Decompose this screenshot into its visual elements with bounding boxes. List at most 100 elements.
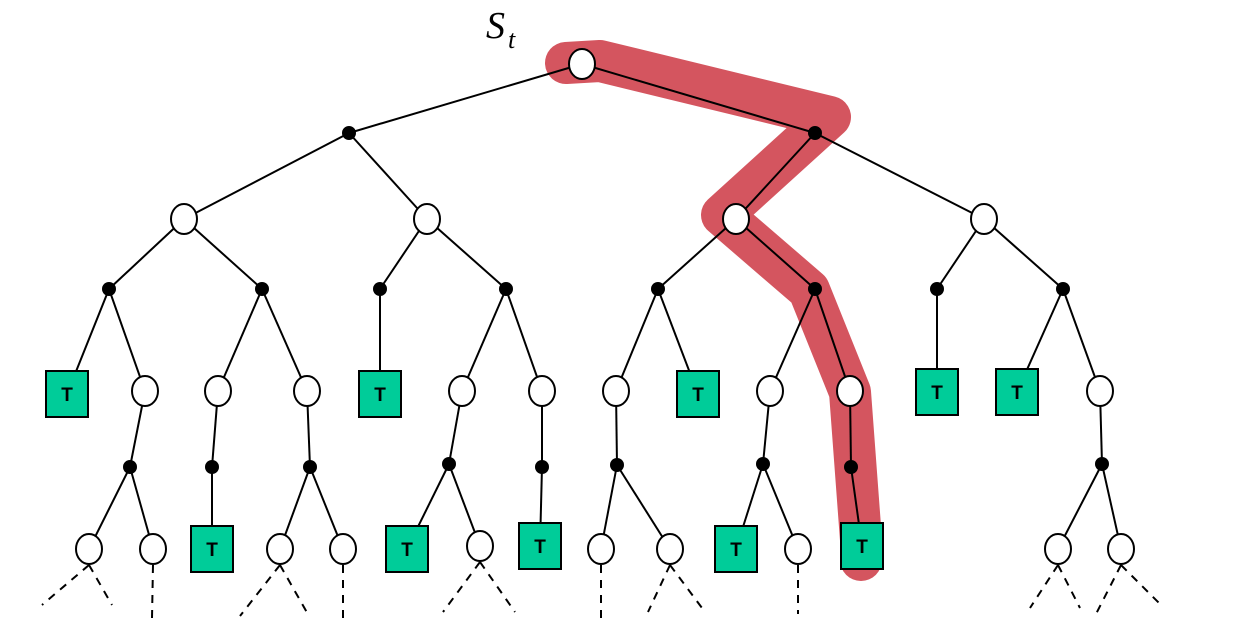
terminal-node: T	[358, 370, 402, 418]
tree-edge	[348, 132, 428, 220]
terminal-box	[45, 370, 89, 418]
terminal-node: T	[385, 525, 429, 573]
highlighted-path	[545, 40, 882, 581]
tree-edge	[616, 464, 671, 550]
terminal-node: T	[714, 525, 758, 573]
tree-edge	[108, 288, 146, 392]
state-node	[329, 533, 357, 565]
action-node	[342, 126, 356, 140]
terminal-label: T	[61, 385, 73, 406]
terminal-node: T	[915, 368, 959, 416]
terminal-label: T	[401, 540, 413, 561]
terminal-box	[915, 368, 959, 416]
state-node	[204, 375, 232, 407]
state-node	[1044, 533, 1072, 565]
tree-edge	[657, 218, 737, 290]
action-node	[651, 282, 665, 296]
state-node	[413, 203, 441, 235]
continuation-edge	[239, 564, 281, 617]
action-node	[373, 282, 387, 296]
state-node	[75, 533, 103, 565]
action-node	[610, 458, 624, 472]
state-node	[656, 533, 684, 565]
action-node	[123, 460, 137, 474]
terminal-label: T	[206, 540, 218, 561]
tree-edge	[1062, 288, 1101, 392]
state-node	[466, 530, 494, 562]
action-node	[1095, 457, 1109, 471]
action-node	[930, 282, 944, 296]
terminal-node: T	[840, 522, 884, 570]
terminal-node: T	[995, 368, 1039, 416]
continuation-edge	[88, 564, 113, 606]
tree-edge	[461, 288, 507, 392]
terminal-box	[714, 525, 758, 573]
terminal-box	[840, 522, 884, 570]
terminal-label: T	[730, 540, 742, 561]
state-node	[448, 375, 476, 407]
action-node	[442, 457, 456, 471]
tree-edge	[505, 288, 543, 392]
action-node	[756, 457, 770, 471]
tree-edge	[426, 218, 507, 290]
tree-edge	[217, 288, 263, 392]
tree-edge	[735, 132, 816, 220]
terminal-node: T	[518, 522, 562, 570]
continuation-edge	[151, 564, 154, 619]
terminal-label: T	[856, 537, 868, 558]
terminal-label: T	[931, 383, 943, 404]
state-node	[836, 375, 864, 407]
tree-edge	[261, 288, 308, 392]
terminal-label: T	[534, 537, 546, 558]
root-label-main: S	[486, 5, 505, 47]
continuation-edge	[1029, 564, 1059, 609]
action-node	[1056, 282, 1070, 296]
state-node	[266, 533, 294, 565]
action-node	[205, 460, 219, 474]
continuation-edge	[1120, 564, 1161, 605]
continuation-edge	[41, 564, 90, 606]
tree-edge	[615, 288, 659, 392]
continuation-edge	[479, 561, 516, 613]
tree-edge	[108, 218, 185, 290]
tree-edge	[348, 63, 583, 134]
state-node	[602, 375, 630, 407]
tree-edge	[769, 288, 816, 392]
terminal-box	[358, 370, 402, 418]
continuation-edge	[279, 564, 310, 617]
state-node	[131, 375, 159, 407]
tree-edge	[814, 132, 985, 220]
terminal-node: T	[45, 370, 89, 418]
continuation-edge	[442, 561, 481, 613]
state-node	[587, 533, 615, 565]
terminal-box	[190, 525, 234, 573]
action-node	[499, 282, 513, 296]
tree-edge	[1057, 463, 1103, 550]
state-node	[756, 375, 784, 407]
state-node	[722, 203, 750, 235]
continuation-edges	[41, 561, 1161, 620]
terminal-box	[385, 525, 429, 573]
state-node	[1086, 375, 1114, 407]
terminal-box	[995, 368, 1039, 416]
tree-edge	[983, 218, 1064, 290]
state-node	[170, 203, 198, 235]
action-node	[808, 126, 822, 140]
continuation-edge	[1057, 564, 1081, 609]
action-node	[303, 460, 317, 474]
state-node	[1107, 533, 1135, 565]
terminal-label: T	[1011, 383, 1023, 404]
action-node	[535, 460, 549, 474]
tree-edges	[66, 63, 1122, 550]
terminal-box	[676, 370, 720, 418]
action-node	[844, 460, 858, 474]
tree-edge	[735, 218, 816, 290]
continuation-edge	[1094, 564, 1122, 617]
tree-edge	[814, 288, 851, 392]
terminal-node: T	[190, 525, 234, 573]
tree-edge	[183, 218, 263, 290]
tree-edge	[183, 132, 350, 220]
